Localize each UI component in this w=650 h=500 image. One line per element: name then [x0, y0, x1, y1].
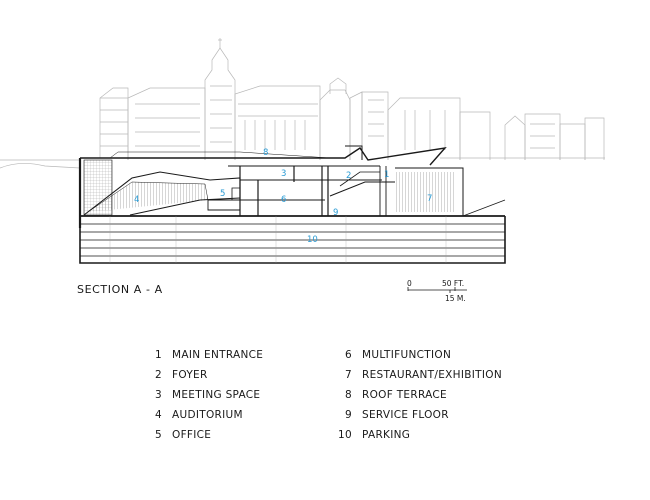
legend-label: ROOF TERRACE	[362, 389, 447, 401]
scale-zero: 0	[407, 279, 412, 288]
legend-label: RESTAURANT/EXHIBITION	[362, 369, 502, 381]
building-section	[78, 145, 506, 228]
section-drawing: 1 2 3 4 5 6 7 8 9 10	[0, 38, 605, 264]
plan-number-6: 6	[281, 195, 286, 205]
legend-label: MEETING SPACE	[172, 389, 261, 401]
legend-number: 7	[345, 369, 352, 381]
plan-number-1: 1	[384, 170, 389, 180]
plan-number-10: 10	[307, 235, 318, 245]
legend-label: MAIN ENTRANCE	[172, 349, 264, 361]
legend-number: 9	[345, 409, 352, 421]
legend-number: 8	[345, 389, 352, 401]
plan-number-3: 3	[281, 169, 286, 179]
parking-levels	[79, 216, 506, 264]
legend-number: 3	[155, 389, 162, 401]
legend-number: 4	[155, 409, 162, 421]
legend-label: MULTIFUNCTION	[362, 349, 452, 361]
legend-number: 10	[338, 429, 352, 441]
scale-bar: 0 50 FT. 15 M.	[405, 279, 475, 303]
plan-number-5: 5	[220, 189, 225, 199]
scale-fifty-ft: 50 FT.	[442, 279, 465, 288]
legend-number: 5	[155, 429, 162, 441]
scale-fifteen-m: 15 M.	[445, 294, 466, 303]
plan-numbers: 1 2 3 4 5 6 7 8 9 10	[134, 148, 432, 245]
legend-label: PARKING	[362, 429, 411, 441]
legend-label: SERVICE FLOOR	[362, 409, 449, 421]
legend-number: 1	[155, 349, 162, 361]
section-title: SECTION A - A	[77, 283, 163, 296]
legend-label: FOYER	[172, 369, 208, 381]
legend-number: 2	[155, 369, 162, 381]
plan-number-7: 7	[427, 194, 432, 204]
plan-number-8: 8	[263, 148, 268, 158]
city-skyline	[0, 38, 605, 169]
scale-bar-graphic	[407, 287, 467, 293]
legend-number: 6	[345, 349, 352, 361]
plan-number-9: 9	[333, 208, 338, 218]
plan-number-2: 2	[346, 171, 351, 181]
legend-label: AUDITORIUM	[172, 409, 243, 421]
plan-number-4: 4	[134, 195, 139, 205]
legend-label: OFFICE	[172, 429, 212, 441]
